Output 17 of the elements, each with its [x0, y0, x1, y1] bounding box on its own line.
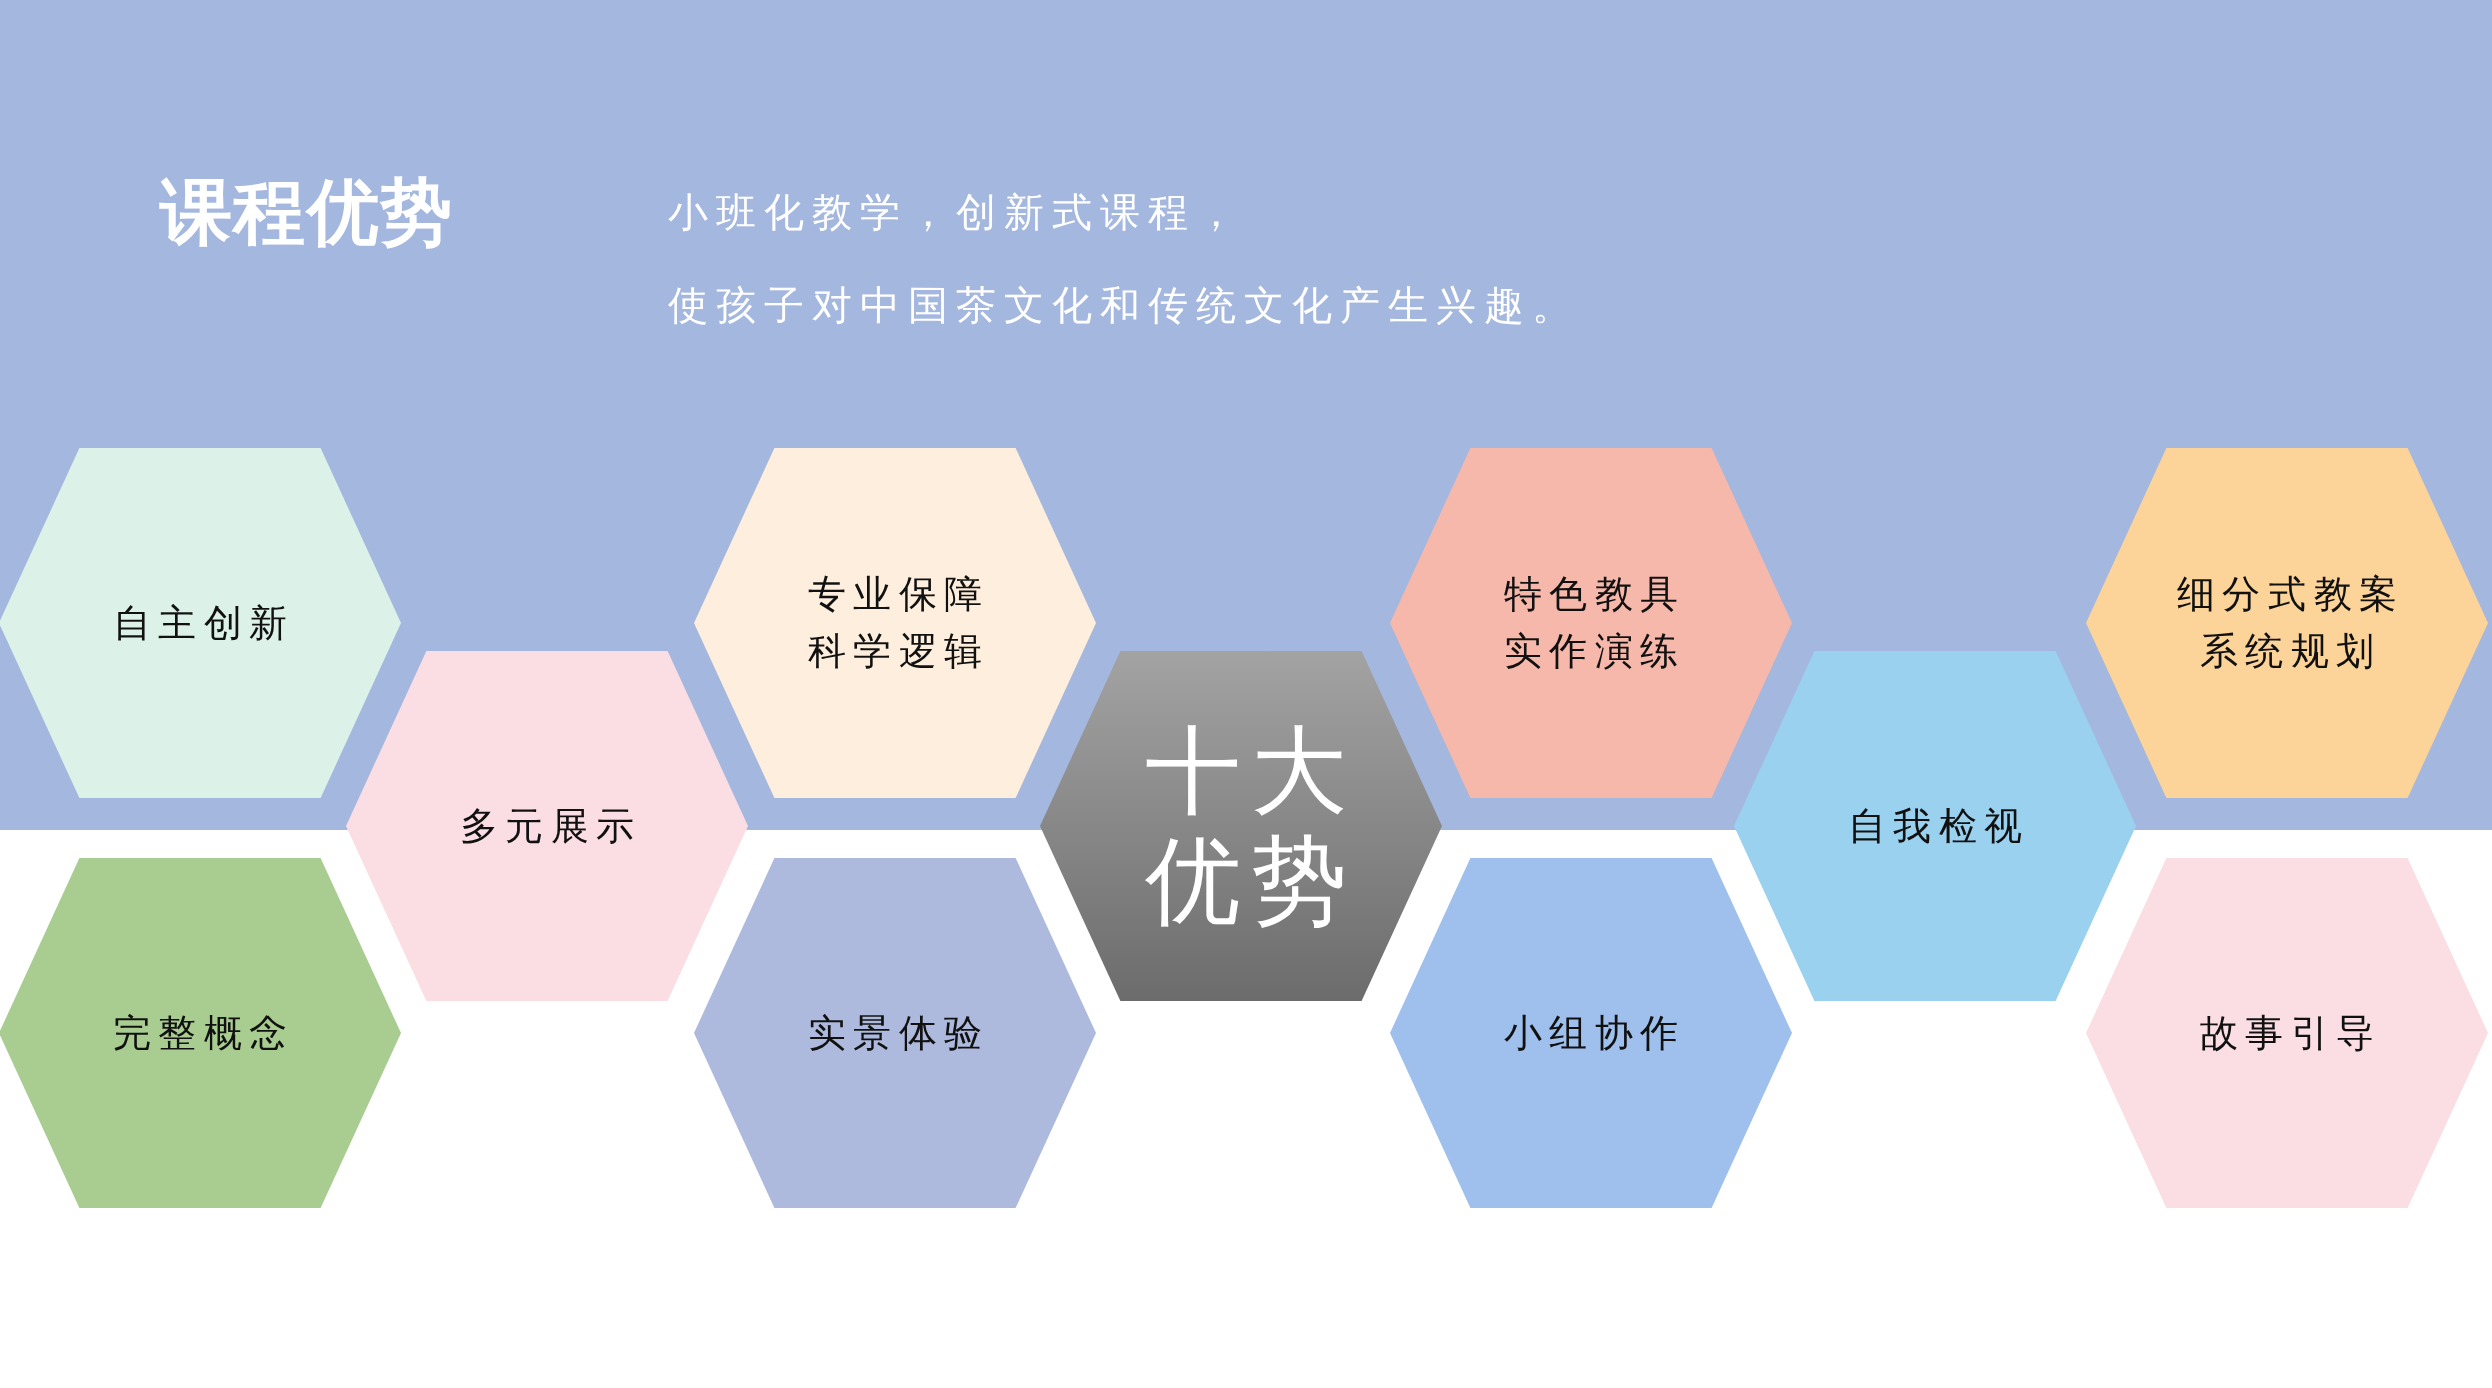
hexagon-label: 特色教具	[1503, 571, 1686, 618]
hexagon-label: 自主创新	[112, 599, 295, 647]
hexagon-label: 细分式教案	[2176, 571, 2405, 618]
hexagon-label: 小组协作	[1503, 1009, 1686, 1057]
title: 课程优势	[160, 168, 454, 256]
hexagon-label: 自我检视	[1847, 802, 2030, 850]
hexagon-label: 故事引导	[2199, 1009, 2382, 1057]
subtitle-text: 小班化教学，创新式课程，	[668, 188, 1244, 237]
hexagon-label: 科学逻辑	[807, 628, 990, 675]
subtitle-text: 使孩子对中国茶文化和传统文化产生兴趣。	[668, 281, 1580, 330]
hexagon-label: 系统规划	[2199, 628, 2382, 675]
hexagon-label: 实作演练	[1503, 628, 1686, 675]
hexagon-label: 专业保障	[807, 571, 990, 618]
hexagon-label: 多元展示	[459, 802, 642, 850]
hexagon-label: 实景体验	[807, 1009, 990, 1057]
hexagon-label: 十大优势	[1144, 715, 1358, 937]
hexagon-label: 完整概念	[112, 1009, 295, 1057]
